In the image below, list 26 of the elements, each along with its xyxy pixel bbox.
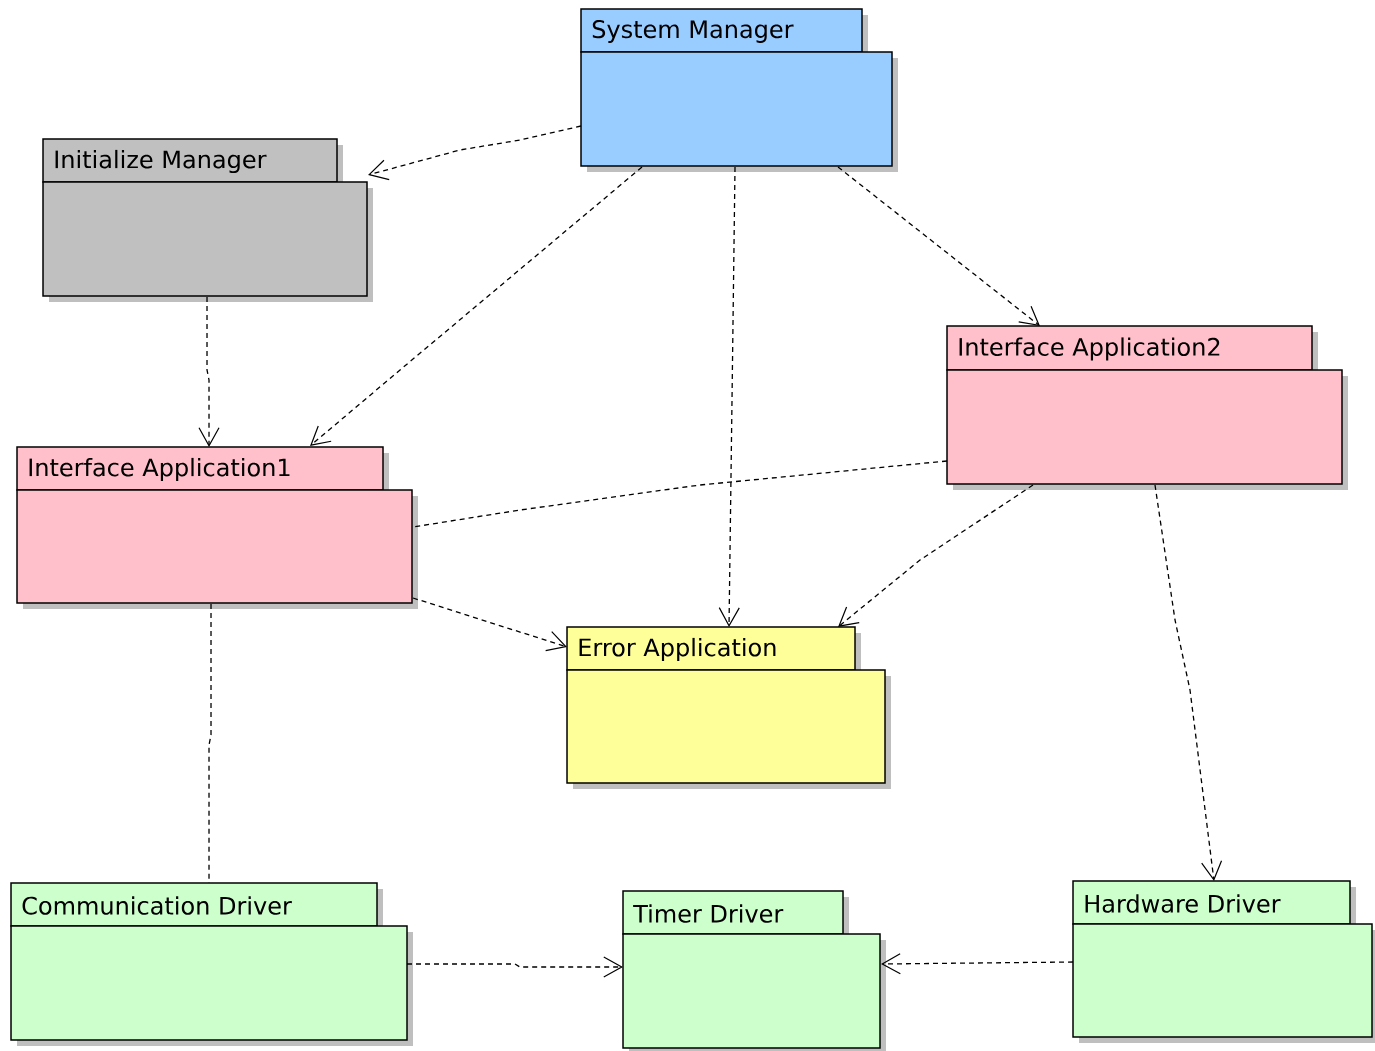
node-label: Timer Driver: [633, 904, 784, 923]
node-label: System Manager: [592, 20, 794, 43]
node-label: Communication Driver: [22, 896, 292, 915]
package-box: System Manager: [580, 8, 898, 172]
dependency-arrow: [368, 125, 582, 181]
package-box: Interface Application2: [946, 325, 1348, 490]
package-box: Timer Driver: [622, 890, 886, 1051]
node-label: Initialize Manager: [55, 149, 267, 174]
dependency-arrow: [881, 953, 1074, 975]
package-box: Interface Application1: [16, 446, 418, 609]
package-box: Hardware Driver: [1072, 880, 1375, 1043]
dependency-arrow: [837, 166, 1040, 326]
dependency-arrow: [1154, 484, 1223, 881]
package-box: Error Application: [566, 626, 891, 789]
node-label: Interface Application1: [29, 457, 290, 482]
package-box: Communication Driver: [10, 882, 413, 1046]
node-label: Hardware Driver: [1085, 894, 1281, 913]
dependency-arrow: [198, 296, 220, 447]
package-box: Initialize Manager: [42, 138, 373, 302]
dependency-arrow: [718, 166, 740, 627]
dependency-arrow: [838, 484, 1034, 627]
node-label: Error Application: [579, 637, 776, 662]
dependency-arrow: [412, 597, 567, 652]
dependency-arrow: [310, 166, 643, 446]
dependency-arrow: [406, 956, 623, 978]
node-label: Interface Application2: [959, 337, 1220, 361]
